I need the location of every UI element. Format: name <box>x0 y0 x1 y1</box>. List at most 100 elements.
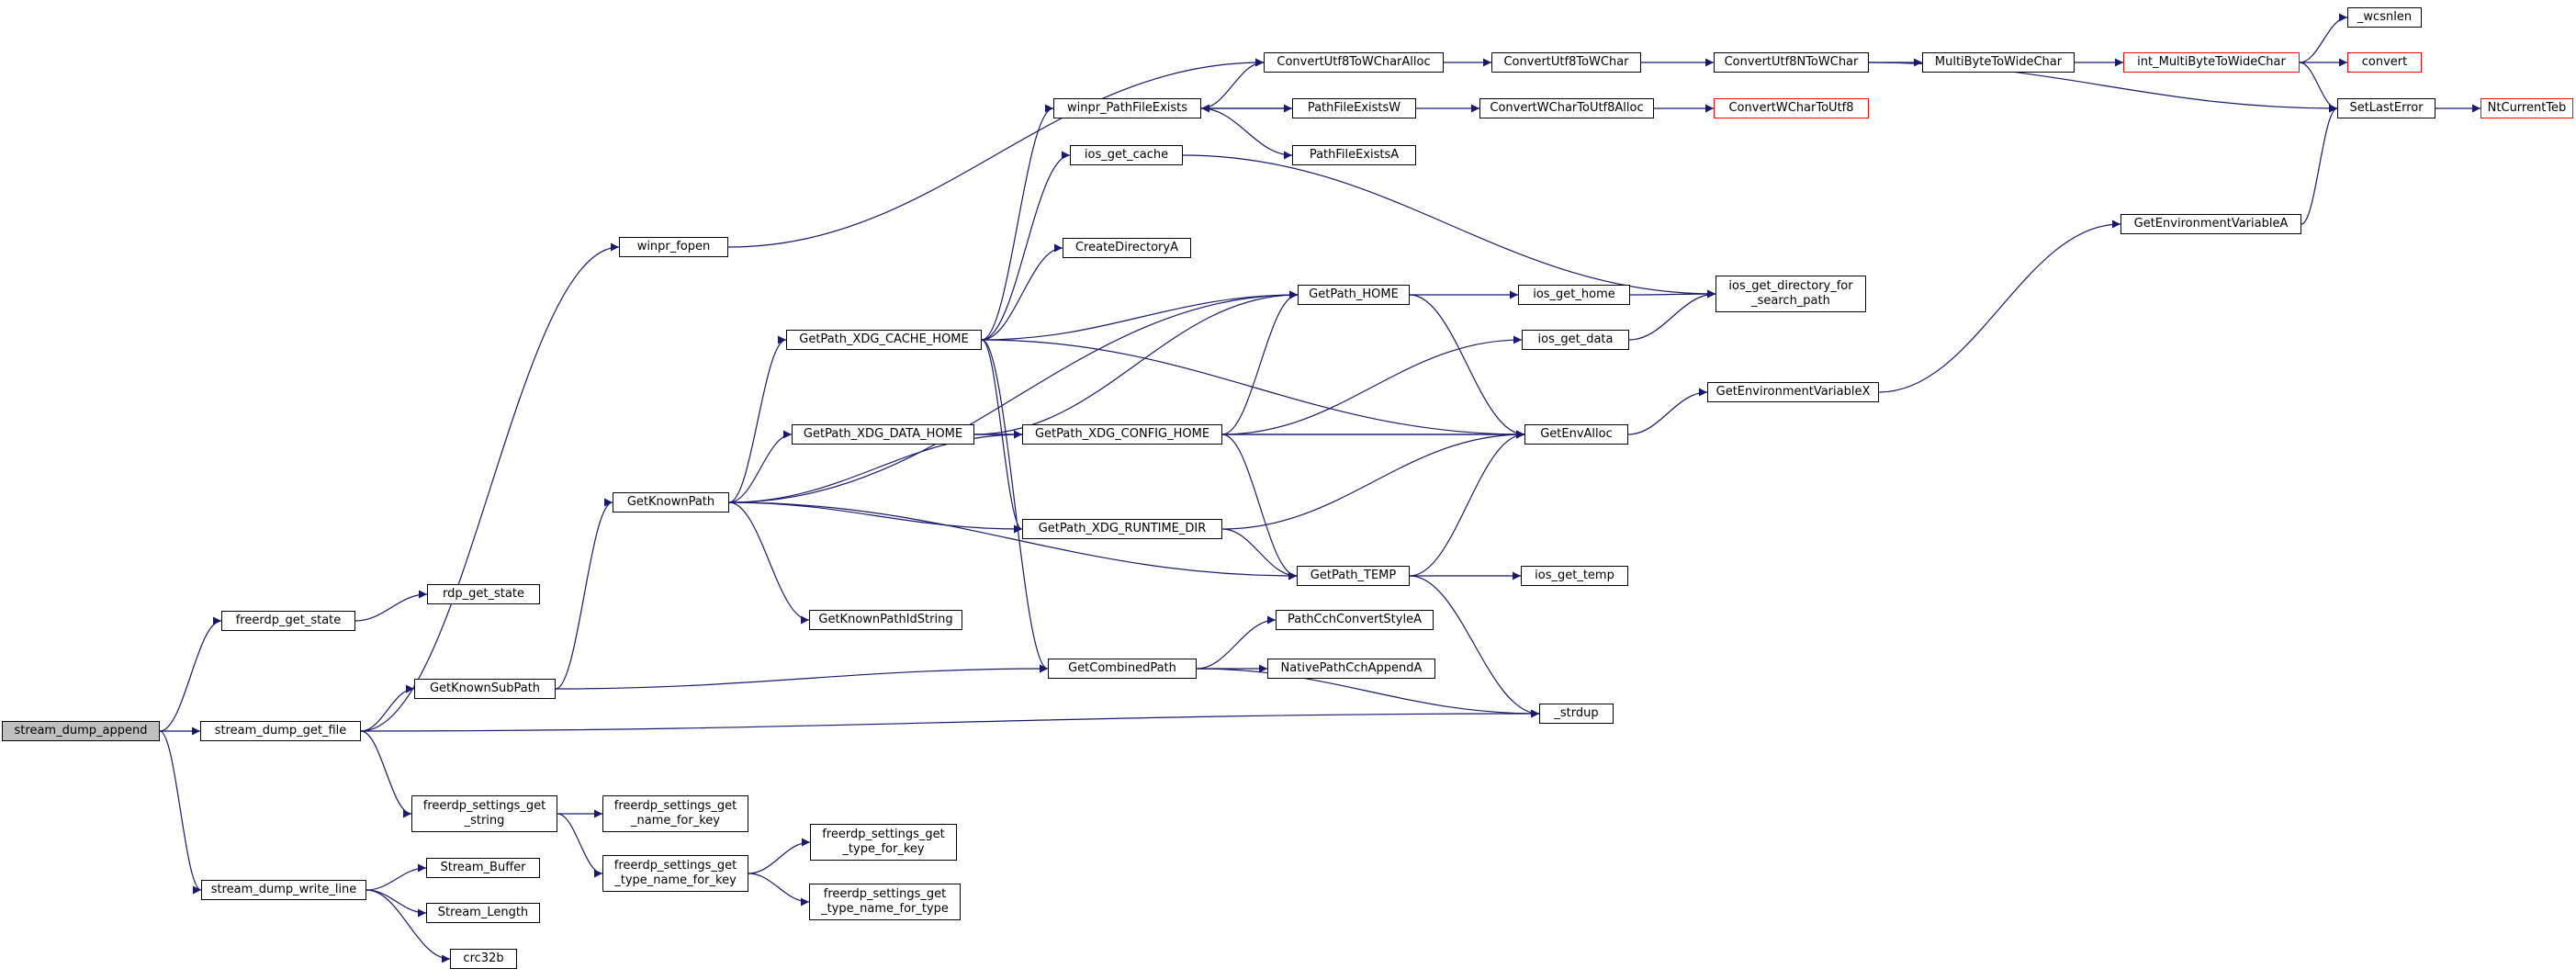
edge-getpath-xdg-cache-home-to-getpath-home <box>981 290 1299 341</box>
node-getknownsubpath[interactable]: GetKnownSubPath <box>414 679 556 699</box>
node-ntcurrentteb[interactable]: NtCurrentTeb <box>2480 98 2573 118</box>
edge-getpath-xdg-cache-home-to-getcombinedpath <box>981 339 1049 673</box>
node-convertutf8ntowchar[interactable]: ConvertUtf8NToWChar <box>1714 52 1869 73</box>
edge-getpath-xdg-runtime-dir-to-getpath-temp <box>1221 528 1298 580</box>
edge-stream-dump-get-file-to-winpr-fopen <box>360 242 620 732</box>
node-setlasterror[interactable]: SetLastError <box>2337 98 2435 118</box>
edge-getknownpath-to-getknownpathidstring <box>728 501 810 625</box>
edge-getknownsubpath-to-getknownpath <box>555 498 613 690</box>
edge-getknownpath-to-getpath-xdg-cache-home <box>728 335 787 503</box>
node-getknownpath[interactable]: GetKnownPath <box>613 492 729 513</box>
edge-getenvalloc-to-getenvironmentvariablex <box>1627 388 1708 435</box>
edge-freerdp-get-state-to-rdp-get-state <box>354 590 428 622</box>
node-getcombinedpath[interactable]: GetCombinedPath <box>1048 659 1197 679</box>
edge-getcombinedpath-to-pathcchconvertstylea <box>1196 615 1277 670</box>
node-convert[interactable]: convert <box>2347 52 2422 73</box>
node-stream-dump-write-line[interactable]: stream_dump_write_line <box>201 880 366 900</box>
node-freerdp-settings-get-name-for-key[interactable]: freerdp_settings_get _name_for_key <box>602 795 748 832</box>
node-getpath-xdg-data-home[interactable]: GetPath_XDG_DATA_HOME <box>792 424 974 445</box>
node-convertwchartoutf8alloc[interactable]: ConvertWCharToUtf8Alloc <box>1479 98 1654 118</box>
edge-getpath-xdg-config-home-to-getpath-home <box>1221 290 1299 435</box>
node-getpath-temp[interactable]: GetPath_TEMP <box>1297 566 1410 586</box>
edge-winpr-fopen-to-convertutf8towcharalloc <box>727 58 1265 248</box>
edge-getpath-xdg-cache-home-to-ios-get-cache <box>981 151 1071 341</box>
node-stream-length[interactable]: Stream_Length <box>426 903 540 923</box>
edge-getpath-xdg-cache-home-to-createdirectorya <box>981 243 1063 341</box>
node-getenvalloc[interactable]: GetEnvAlloc <box>1524 424 1628 445</box>
edge-stream-dump-append-to-stream-dump-write-line <box>159 730 202 895</box>
node-crc32b[interactable]: crc32b <box>450 949 517 969</box>
edge-getknownpath-to-getpath-xdg-data-home <box>728 430 793 503</box>
edge-getknownsubpath-to-getcombinedpath <box>555 664 1049 690</box>
node-rdp-get-state[interactable]: rdp_get_state <box>427 584 540 604</box>
edge-getcombinedpath-to--strdup <box>1196 668 1540 718</box>
edge-freerdp-settings-get-string-to-freerdp-settings-get-type-name-for-key <box>557 813 603 878</box>
node-freerdp-settings-get-type-name-for-key[interactable]: freerdp_settings_get _type_name_for_key <box>602 855 748 892</box>
node-winpr-fopen[interactable]: winpr_fopen <box>619 237 728 257</box>
node-ios-get-cache[interactable]: ios_get_cache <box>1070 145 1183 165</box>
edge-stream-dump-get-file-to--strdup <box>360 709 1540 732</box>
edge-getenvironmentvariablea-to-setlasterror <box>2300 104 2338 225</box>
edge-getpath-temp-to--strdup <box>1409 575 1540 718</box>
node-convertwchartoutf8[interactable]: ConvertWCharToUtf8 <box>1714 98 1869 118</box>
node-freerdp-get-state[interactable]: freerdp_get_state <box>221 611 355 631</box>
node-stream-buffer[interactable]: Stream_Buffer <box>426 858 540 878</box>
edge-stream-dump-append-to-freerdp-get-state <box>159 616 222 732</box>
node--wcsnlen[interactable]: _wcsnlen <box>2347 7 2422 28</box>
edge-ios-get-cache-to-ios-get-directory-for-search-path <box>1182 154 1716 299</box>
edge-getpath-temp-to-getenvalloc <box>1409 430 1525 577</box>
node-createdirectorya[interactable]: CreateDirectoryA <box>1063 238 1191 258</box>
node-getenvironmentvariablex[interactable]: GetEnvironmentVariableX <box>1707 382 1879 402</box>
edge-ios-get-home-to-ios-get-directory-for-search-path <box>1629 289 1716 299</box>
node-pathfileexistsw[interactable]: PathFileExistsW <box>1292 98 1416 118</box>
node-multibytetowidechar[interactable]: MultiByteToWideChar <box>1922 52 2075 73</box>
edge-getknownpath-to-getpath-home <box>728 290 1299 503</box>
edge-getpath-xdg-config-home-to-getpath-temp <box>1221 434 1298 580</box>
node-pathcchconvertstylea[interactable]: PathCchConvertStyleA <box>1276 610 1434 630</box>
edge-winpr-pathfileexists-to-convertutf8towcharalloc <box>1200 58 1265 109</box>
node-convertutf8towcharalloc[interactable]: ConvertUtf8ToWCharAlloc <box>1264 52 1444 73</box>
node-ios-get-temp[interactable]: ios_get_temp <box>1521 566 1628 586</box>
node-convertutf8towchar[interactable]: ConvertUtf8ToWChar <box>1491 52 1641 73</box>
edge-freerdp-settings-get-type-name-for-key-to-freerdp-settings-get-type-name-for-type <box>748 873 810 907</box>
edge-stream-dump-get-file-to-freerdp-settings-get-string <box>360 730 412 818</box>
edge-int-multibytetowidechar-to-setlasterror <box>2299 62 2338 113</box>
node-ios-get-data[interactable]: ios_get_data <box>1522 330 1629 350</box>
edge-ios-get-data-to-ios-get-directory-for-search-path <box>1628 289 1716 341</box>
node-stream-dump-get-file[interactable]: stream_dump_get_file <box>200 721 361 741</box>
edge-stream-dump-get-file-to-getknownsubpath <box>360 684 415 732</box>
node--strdup[interactable]: _strdup <box>1539 704 1614 724</box>
node-getpath-xdg-cache-home[interactable]: GetPath_XDG_CACHE_HOME <box>786 330 982 350</box>
edge-getpath-xdg-cache-home-to-winpr-pathfileexists <box>981 104 1054 341</box>
node-int-multibytetowidechar[interactable]: int_MultiByteToWideChar <box>2123 52 2300 73</box>
node-freerdp-settings-get-type-name-for-type[interactable]: freerdp_settings_get _type_name_for_type <box>809 884 961 920</box>
edge-getpath-home-to-getenvalloc <box>1409 294 1525 439</box>
node-freerdp-settings-get-string[interactable]: freerdp_settings_get _string <box>411 795 557 832</box>
node-getpath-home[interactable]: GetPath_HOME <box>1298 285 1410 305</box>
node-ios-get-directory-for-search-path[interactable]: ios_get_directory_for _search_path <box>1715 276 1866 312</box>
node-ios-get-home[interactable]: ios_get_home <box>1518 285 1630 305</box>
node-nativepathcchappenda[interactable]: NativePathCchAppendA <box>1267 659 1435 679</box>
edge-stream-dump-write-line-to-stream-buffer <box>366 863 427 891</box>
node-winpr-pathfileexists[interactable]: winpr_PathFileExists <box>1053 98 1201 118</box>
node-getenvironmentvariablea[interactable]: GetEnvironmentVariableA <box>2120 214 2301 234</box>
edge-getpath-xdg-cache-home-to-getenvalloc <box>981 339 1525 439</box>
edge-getknownpath-to-getpath-xdg-runtime-dir <box>728 501 1023 534</box>
edge-freerdp-settings-get-type-name-for-key-to-freerdp-settings-get-type-for-key <box>748 838 811 874</box>
node-getpath-xdg-config-home[interactable]: GetPath_XDG_CONFIG_HOME <box>1022 424 1222 445</box>
edge-getpath-xdg-data-home-to-getpath-home <box>973 290 1299 435</box>
edge-stream-dump-write-line-to-crc32b <box>366 889 451 963</box>
node-pathfileexistsa[interactable]: PathFileExistsA <box>1292 145 1416 165</box>
node-getpath-xdg-runtime-dir[interactable]: GetPath_XDG_RUNTIME_DIR <box>1022 519 1222 539</box>
node-stream-dump-append: stream_dump_append <box>2 721 160 741</box>
edge-getknownpath-to-getpath-temp <box>728 501 1298 580</box>
node-freerdp-settings-get-type-for-key[interactable]: freerdp_settings_get _type_for_key <box>810 824 957 861</box>
edge-getpath-xdg-runtime-dir-to-getenvalloc <box>1221 430 1525 530</box>
edge-getknownpath-to-getpath-xdg-config-home <box>728 430 1023 503</box>
node-getknownpathidstring[interactable]: GetKnownPathIdString <box>809 610 962 630</box>
edge-getpath-xdg-config-home-to-ios-get-data <box>1221 335 1523 435</box>
edge-int-multibytetowidechar-to--wcsnlen <box>2299 13 2348 63</box>
edge-winpr-pathfileexists-to-pathfileexistsa <box>1200 107 1293 160</box>
edge-getenvironmentvariablex-to-getenvironmentvariablea <box>1878 220 2121 393</box>
